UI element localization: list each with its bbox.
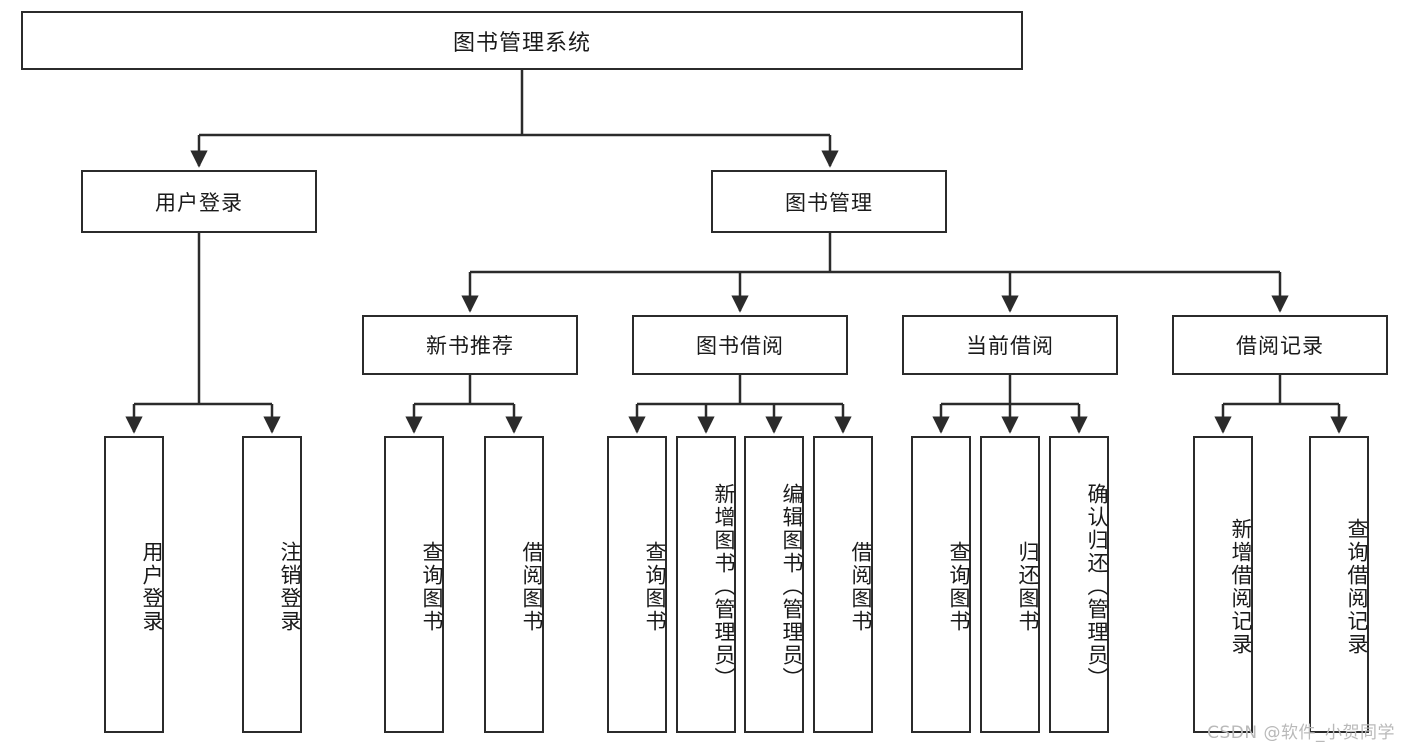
node-label: 借阅图书	[520, 540, 544, 633]
node-label: 编辑图书（管理员）	[780, 483, 804, 690]
leaf-records-query-record[interactable]: 查询借阅记录	[1309, 436, 1369, 733]
node-label: 注销登录	[278, 540, 302, 633]
node-label: 图书管理	[785, 190, 873, 215]
node-label: 查询图书	[643, 540, 667, 633]
node-label: 图书借阅	[696, 334, 784, 358]
node-book-management[interactable]: 图书管理	[711, 170, 947, 233]
node-borrowing-records[interactable]: 借阅记录	[1172, 315, 1388, 375]
leaf-new-book-borrow[interactable]: 借阅图书	[484, 436, 544, 733]
leaf-current-query-book[interactable]: 查询图书	[911, 436, 971, 733]
node-label: 归还图书	[1016, 540, 1040, 633]
node-label: 确认归还（管理员）	[1085, 483, 1109, 690]
node-label: 用户登录	[155, 190, 243, 215]
leaf-current-return-book[interactable]: 归还图书	[980, 436, 1040, 733]
node-label: 新增借阅记录	[1229, 517, 1253, 656]
leaf-user-login-signout[interactable]: 注销登录	[242, 436, 302, 733]
node-book-borrowing[interactable]: 图书借阅	[632, 315, 848, 375]
node-current-borrowing[interactable]: 当前借阅	[902, 315, 1118, 375]
node-label: 查询图书	[420, 540, 444, 633]
leaf-current-confirm-return-admin[interactable]: 确认归还（管理员）	[1049, 436, 1109, 733]
node-root-book-management-system[interactable]: 图书管理系统	[21, 11, 1023, 70]
node-label: 查询图书	[947, 540, 971, 633]
leaf-borrow-add-book-admin[interactable]: 新增图书（管理员）	[676, 436, 736, 733]
leaf-borrow-borrow-book[interactable]: 借阅图书	[813, 436, 873, 733]
node-label: 新增图书（管理员）	[712, 483, 736, 690]
leaf-records-add-record[interactable]: 新增借阅记录	[1193, 436, 1253, 733]
node-user-login[interactable]: 用户登录	[81, 170, 317, 233]
watermark-text: CSDN @软件_小贺同学	[1207, 723, 1395, 743]
node-label: 用户登录	[140, 540, 164, 633]
node-label: 借阅记录	[1236, 334, 1324, 358]
leaf-new-book-query[interactable]: 查询图书	[384, 436, 444, 733]
leaf-borrow-query-book[interactable]: 查询图书	[607, 436, 667, 733]
leaf-user-login-signin[interactable]: 用户登录	[104, 436, 164, 733]
node-new-book-recommendation[interactable]: 新书推荐	[362, 315, 578, 375]
leaf-borrow-edit-book-admin[interactable]: 编辑图书（管理员）	[744, 436, 804, 733]
node-label: 新书推荐	[426, 334, 514, 358]
node-label: 当前借阅	[966, 334, 1054, 358]
node-label: 查询借阅记录	[1345, 517, 1369, 656]
node-label: 图书管理系统	[452, 30, 591, 56]
node-label: 借阅图书	[849, 540, 873, 633]
